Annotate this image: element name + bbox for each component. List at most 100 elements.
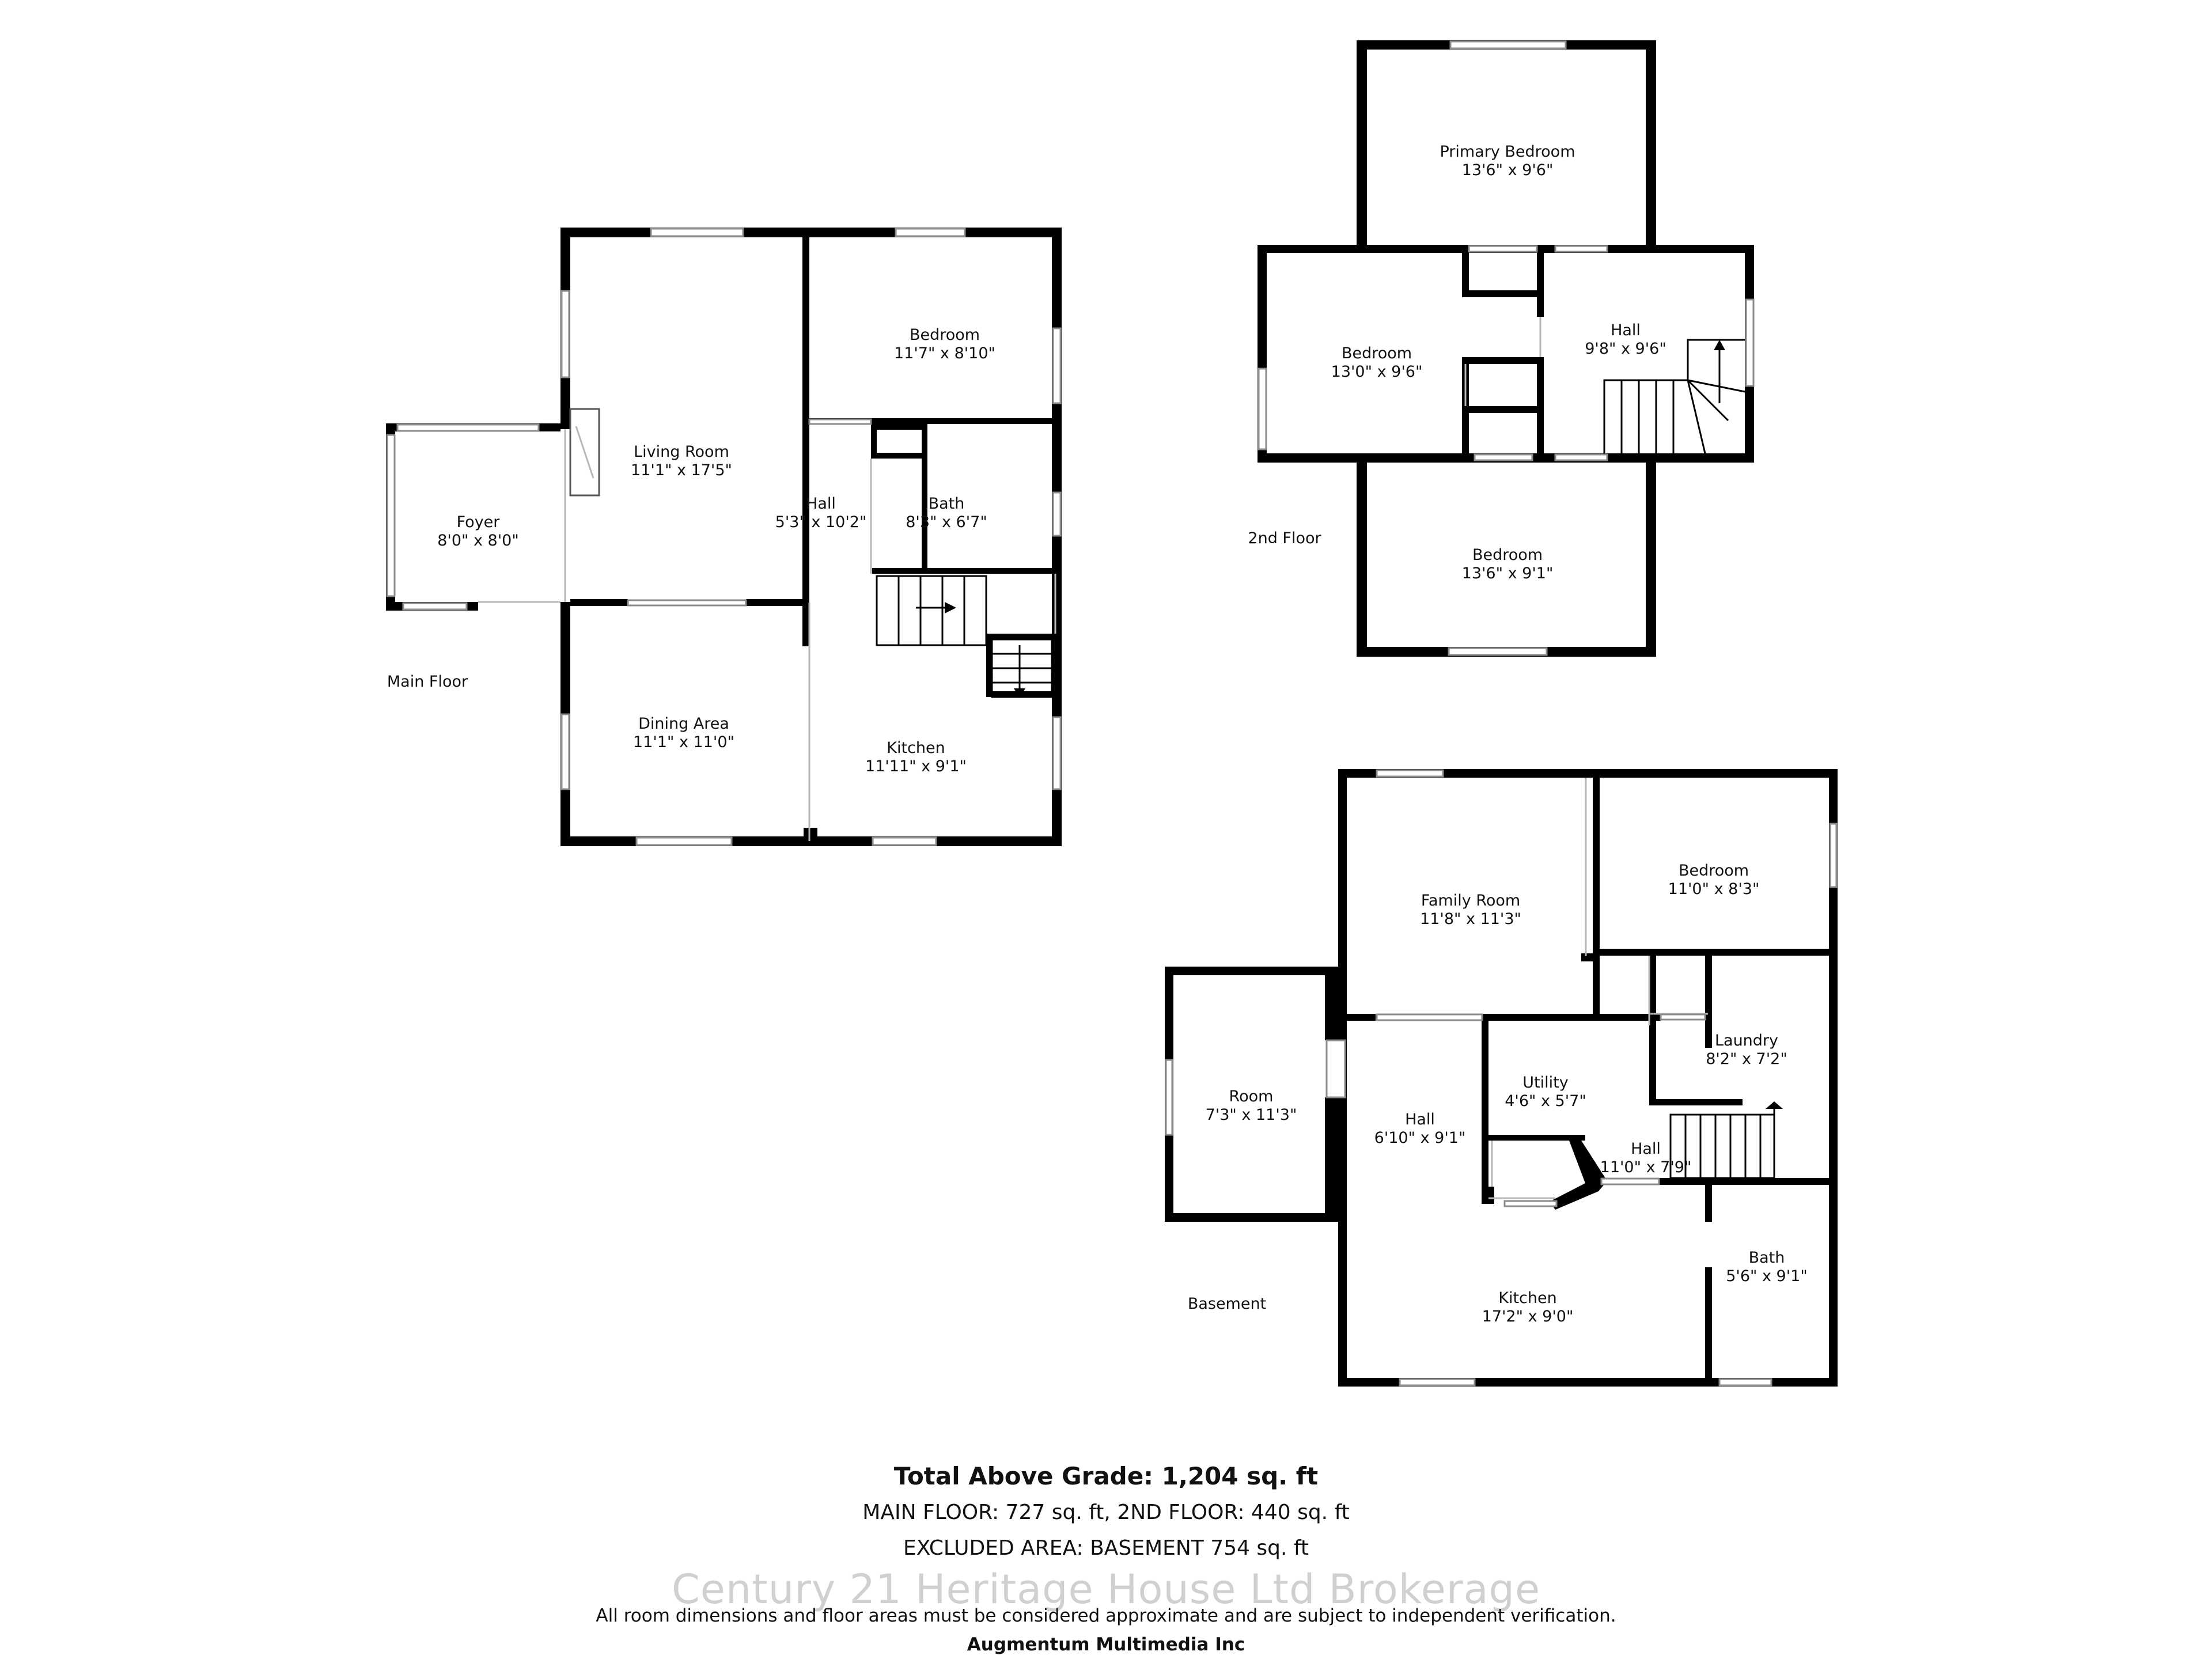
window bbox=[1376, 769, 1444, 778]
room-dim-kitchen: 17'2" x 9'0" bbox=[1482, 1308, 1574, 1325]
stair-outline bbox=[1669, 1113, 1775, 1179]
wall bbox=[1165, 1213, 1347, 1222]
wall bbox=[1462, 406, 1544, 413]
room-name-bath: Bath bbox=[929, 495, 965, 513]
wall bbox=[1325, 967, 1347, 1040]
wall bbox=[1347, 1014, 1376, 1021]
room-dim-hall-east: 11'0" x 7'9" bbox=[1600, 1158, 1692, 1176]
room-dim-primary-bedroom: 13'6" x 9'6" bbox=[1462, 161, 1554, 179]
wall bbox=[746, 599, 809, 606]
room-name-kitchen: Kitchen bbox=[1498, 1289, 1556, 1307]
window bbox=[1660, 1013, 1706, 1021]
room-dim-kitchen: 11'11" x 9'1" bbox=[865, 757, 967, 775]
wall bbox=[1646, 40, 1656, 251]
stair-tread bbox=[1687, 379, 1745, 393]
stair-tread bbox=[1687, 380, 1706, 454]
wall bbox=[1462, 290, 1544, 297]
floor-areas: MAIN FLOOR: 727 sq. ft, 2ND FLOOR: 440 s… bbox=[862, 1501, 1350, 1524]
room-dim-bedroom-west: 13'0" x 9'6" bbox=[1331, 363, 1423, 381]
wall bbox=[1482, 1187, 1494, 1204]
room-dim-room: 7'3" x 11'3" bbox=[1206, 1106, 1297, 1124]
room-dim-bedroom: 11'0" x 8'3" bbox=[1668, 880, 1760, 898]
window bbox=[635, 836, 733, 846]
wall bbox=[1462, 253, 1469, 296]
room-dim-bedroom-south: 13'6" x 9'1" bbox=[1462, 565, 1554, 582]
room-name-bedroom: Bedroom bbox=[1679, 862, 1749, 880]
wall bbox=[1600, 949, 1829, 956]
room-name-living-room: Living Room bbox=[634, 443, 729, 461]
window bbox=[1554, 245, 1608, 253]
window bbox=[1449, 40, 1567, 50]
wall bbox=[1357, 453, 1367, 657]
window bbox=[386, 434, 396, 597]
window bbox=[1718, 1378, 1772, 1387]
main-floor-plan: Foyer 8'0" x 8'0" Living Room 11'1" x 17… bbox=[386, 228, 1062, 846]
wall bbox=[1656, 1099, 1743, 1105]
room-name-family-room: Family Room bbox=[1421, 892, 1520, 910]
window bbox=[627, 599, 747, 607]
window bbox=[1474, 453, 1533, 461]
wall bbox=[1482, 1021, 1488, 1194]
wall bbox=[1165, 967, 1347, 975]
wall bbox=[872, 568, 1052, 574]
window bbox=[808, 418, 872, 425]
wall bbox=[1593, 963, 1600, 1014]
wall bbox=[1593, 778, 1600, 963]
room-name-hall: Hall bbox=[806, 495, 836, 513]
room-dim-living-room: 11'1" x 17'5" bbox=[631, 461, 732, 479]
wall bbox=[1705, 1185, 1712, 1222]
window bbox=[1554, 453, 1608, 461]
wall bbox=[1581, 953, 1600, 961]
stair-arrow-head bbox=[945, 602, 956, 613]
wall bbox=[1550, 1136, 1607, 1210]
window bbox=[895, 228, 966, 237]
room-name-dining-area: Dining Area bbox=[638, 715, 729, 733]
room-dim-utility: 4'6" x 5'7" bbox=[1505, 1092, 1586, 1110]
wall bbox=[804, 828, 817, 838]
stair-arrow-head bbox=[1014, 688, 1025, 698]
window bbox=[1448, 647, 1548, 656]
wall bbox=[1462, 357, 1544, 364]
stair-arrow-head bbox=[1766, 1101, 1783, 1109]
brokerage-watermark: Century 21 Heritage House Ltd Brokerage bbox=[671, 1566, 1541, 1613]
wall bbox=[1325, 1097, 1347, 1222]
window bbox=[396, 423, 540, 432]
window bbox=[1468, 245, 1538, 253]
window bbox=[1503, 1200, 1558, 1207]
window bbox=[650, 228, 744, 237]
window bbox=[1165, 1059, 1173, 1136]
disclaimer: All room dimensions and floor areas must… bbox=[596, 1605, 1616, 1626]
wall bbox=[1705, 956, 1712, 1048]
room-name-bedroom-west: Bedroom bbox=[1342, 344, 1412, 362]
window bbox=[1600, 1177, 1660, 1185]
floor-label-second: 2nd Floor bbox=[1248, 529, 1321, 547]
second-floor-plan: Primary Bedroom 13'6" x 9'6" Bedroom 13'… bbox=[1248, 40, 1755, 657]
window bbox=[1376, 1013, 1483, 1021]
wall bbox=[1482, 1014, 1661, 1021]
window bbox=[1052, 327, 1062, 404]
room-name-utility: Utility bbox=[1522, 1074, 1568, 1092]
wall bbox=[871, 424, 927, 430]
wall bbox=[802, 237, 809, 646]
window bbox=[1399, 1378, 1476, 1387]
wall bbox=[1482, 1135, 1585, 1141]
window bbox=[1257, 368, 1267, 450]
wall bbox=[1829, 769, 1838, 1387]
window bbox=[1052, 716, 1062, 790]
second-floor-stairs bbox=[1603, 339, 1745, 454]
total-above-grade: Total Above Grade: 1,204 sq. ft bbox=[893, 1462, 1319, 1490]
wall bbox=[922, 424, 927, 574]
room-dim-hall-west: 6'10" x 9'1" bbox=[1374, 1129, 1466, 1147]
room-dim-foyer: 8'0" x 8'0" bbox=[437, 532, 519, 550]
room-dim-bath: 8'3" x 6'7" bbox=[906, 513, 987, 531]
room-name-kitchen: Kitchen bbox=[887, 739, 945, 757]
room-dim-hall: 5'3" x 10'2" bbox=[775, 513, 867, 531]
room-name-bedroom-south: Bedroom bbox=[1472, 546, 1543, 564]
window bbox=[560, 290, 570, 378]
wall bbox=[560, 228, 1062, 237]
room-dim-dining-area: 11'1" x 11'0" bbox=[633, 733, 734, 751]
wall bbox=[1646, 453, 1656, 657]
room-dim-hall: 9'8" x 9'6" bbox=[1585, 340, 1666, 358]
wall bbox=[871, 424, 877, 459]
stair-outline bbox=[876, 575, 987, 646]
